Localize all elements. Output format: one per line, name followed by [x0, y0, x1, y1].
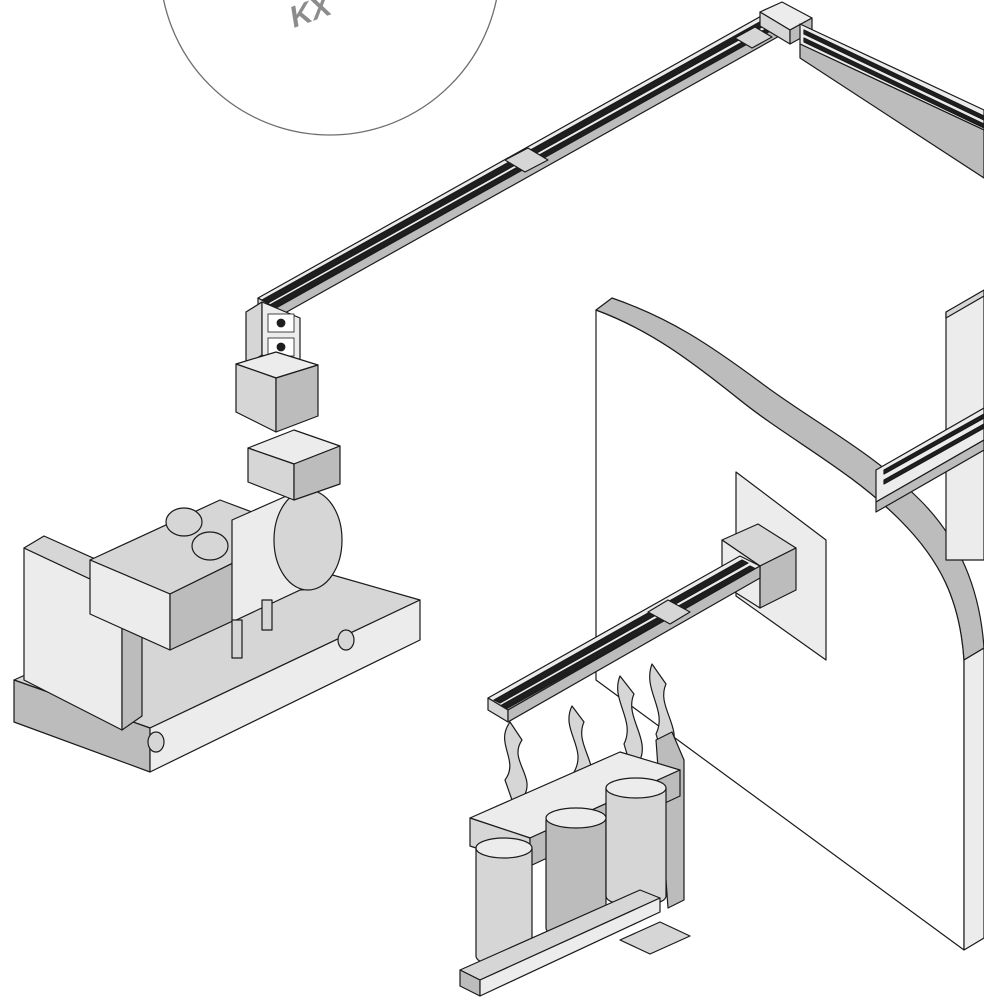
- overhead-busway: [257, 1, 984, 319]
- transformer-busway: [487, 555, 761, 723]
- stamp-text: KX: [285, 0, 337, 34]
- transformer: [459, 751, 691, 997]
- stamp-seal: KX: [163, 0, 497, 136]
- generator-set: [13, 429, 421, 773]
- wall-busway: [875, 407, 984, 513]
- wall: [595, 297, 984, 951]
- terminal-box: [235, 351, 319, 433]
